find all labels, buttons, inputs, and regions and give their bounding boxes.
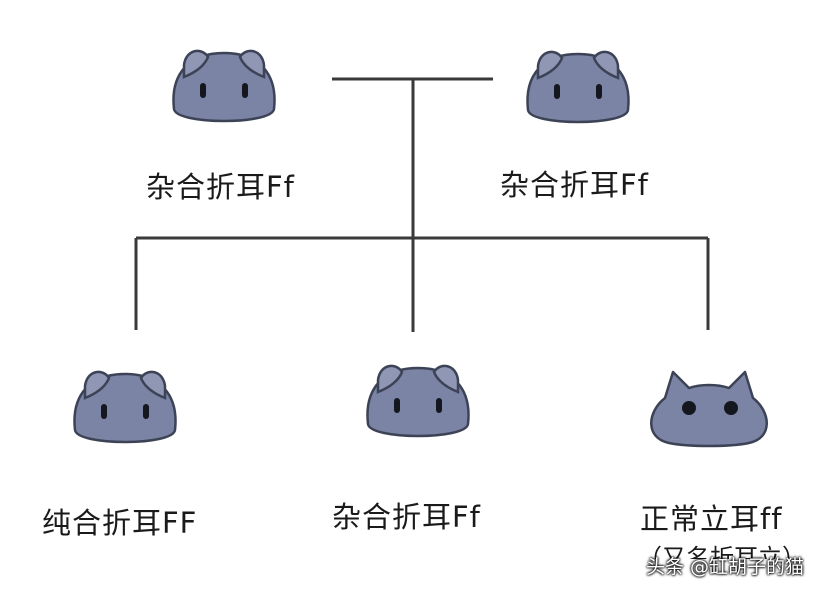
parent-2-label: 杂合折耳Ff <box>500 168 649 202</box>
offspring-2-folded-ear-cat-icon <box>366 364 470 438</box>
connector-lines <box>134 77 710 332</box>
watermark-text: 头条 @缸胡子的猫 <box>646 556 805 578</box>
offspring-1-label: 纯合折耳FF <box>42 506 198 540</box>
parent-2-folded-ear-cat-icon <box>526 50 630 124</box>
offspring-3-sublabel: （又名折耳立） <box>638 544 806 572</box>
offspring-3-label: 正常立耳ff <box>640 502 783 536</box>
offspring-3-upright-ear-cat-icon <box>650 370 768 448</box>
offspring-1-folded-ear-cat-icon <box>73 370 177 444</box>
parent-1-folded-ear-cat-icon <box>172 49 276 123</box>
parent-1-label: 杂合折耳Ff <box>146 170 295 204</box>
offspring-2-label: 杂合折耳Ff <box>332 500 481 534</box>
